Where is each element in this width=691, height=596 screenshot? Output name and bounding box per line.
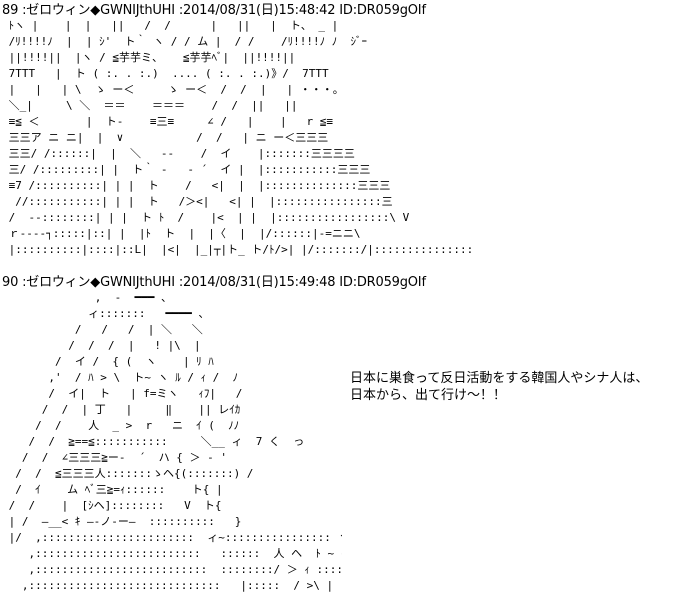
ascii-art: , - ━━━ 、 ィ::::::: ━━━━ 、 / / / | ＼ ＼ / … <box>8 291 342 596</box>
post-header: 89 :ゼロウィン◆GWNIJthUHI :2014/08/31(日)15:48… <box>2 3 426 19</box>
post-number[interactable]: 89 <box>2 3 19 18</box>
message-line: 日本に巣食って反日活動をする韓国人やシナ人は、 <box>350 371 649 386</box>
poster-name: ゼロウィン <box>26 275 91 290</box>
ascii-art: ﾄヽ | | | || / / | || | ト、 _ | /ﾘ!!!!ﾉ | … <box>8 19 472 256</box>
message-line: 日本から、出て行け～！！ <box>350 388 507 403</box>
post-weekday: (日) <box>255 275 279 290</box>
post-number[interactable]: 90 <box>2 275 19 290</box>
post-message: 日本に巣食って反日活動をする韓国人やシナ人は、 日本から、出て行け～！！ <box>350 370 648 404</box>
date-separator: : <box>174 3 184 18</box>
poster-id: ID:DR059gOIf <box>335 3 426 18</box>
poster-id: ID:DR059gOIf <box>335 275 426 290</box>
trip-code: GWNIJthUHI <box>100 275 175 290</box>
post-date: 2014/08/31 <box>183 3 256 18</box>
trip-code: GWNIJthUHI <box>100 3 175 18</box>
post-separator: : <box>18 275 27 290</box>
post-time: 15:49:48 <box>278 275 336 290</box>
date-separator: : <box>174 275 184 290</box>
poster-name: ゼロウィン <box>26 3 91 18</box>
post-weekday: (日) <box>255 3 279 18</box>
post-header: 90 :ゼロウィン◆GWNIJthUHI :2014/08/31(日)15:49… <box>2 275 426 291</box>
post-separator: : <box>18 3 27 18</box>
trip-marker: ◆ <box>90 3 101 18</box>
post-date: 2014/08/31 <box>183 275 256 290</box>
post-time: 15:48:42 <box>278 3 336 18</box>
trip-marker: ◆ <box>90 275 101 290</box>
